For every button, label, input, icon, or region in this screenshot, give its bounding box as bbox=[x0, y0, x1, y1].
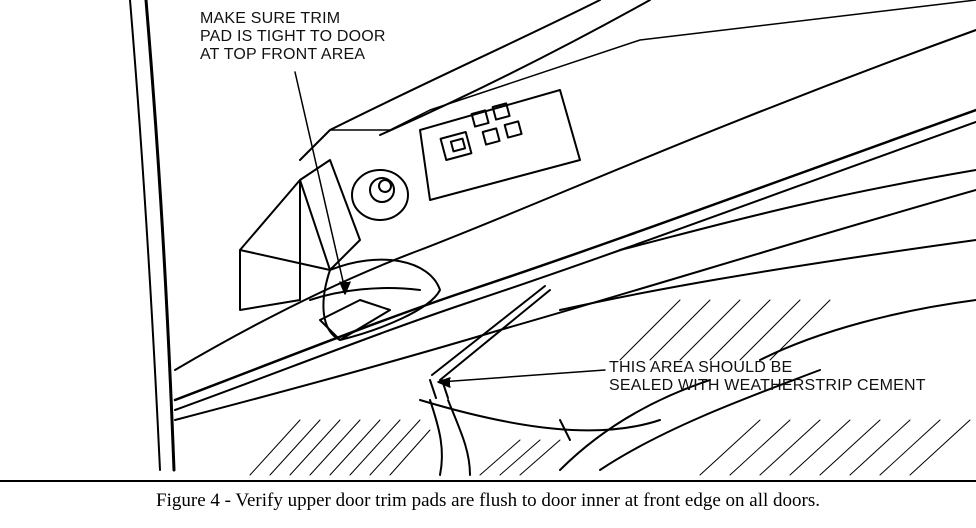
hatching bbox=[249, 299, 971, 476]
callout-line: AT TOP FRONT AREA bbox=[200, 46, 366, 63]
callout-line: PAD IS TIGHT TO DOOR bbox=[200, 28, 386, 45]
weatherstrip-callout: THIS AREA SHOULD BE SEALED WITH WEATHERS… bbox=[609, 359, 926, 395]
callout-line: THIS AREA SHOULD BE bbox=[609, 359, 793, 376]
lock-knob-icon bbox=[351, 169, 409, 221]
upper-trim-panel bbox=[239, 0, 976, 311]
callout-line: SEALED WITH WEATHERSTRIP CEMENT bbox=[609, 377, 926, 394]
switch-bezel bbox=[419, 89, 581, 201]
armrest bbox=[173, 29, 976, 421]
pull-handle bbox=[309, 258, 441, 341]
trim-pad-callout: MAKE SURE TRIM PAD IS TIGHT TO DOOR AT T… bbox=[200, 10, 386, 64]
figure-caption: Figure 4 - Verify upper door trim pads a… bbox=[156, 490, 820, 511]
lower-door-panel bbox=[419, 169, 976, 476]
door-frame bbox=[129, 0, 176, 472]
leader-lines bbox=[294, 71, 606, 388]
callout-line: MAKE SURE TRIM bbox=[200, 10, 341, 27]
